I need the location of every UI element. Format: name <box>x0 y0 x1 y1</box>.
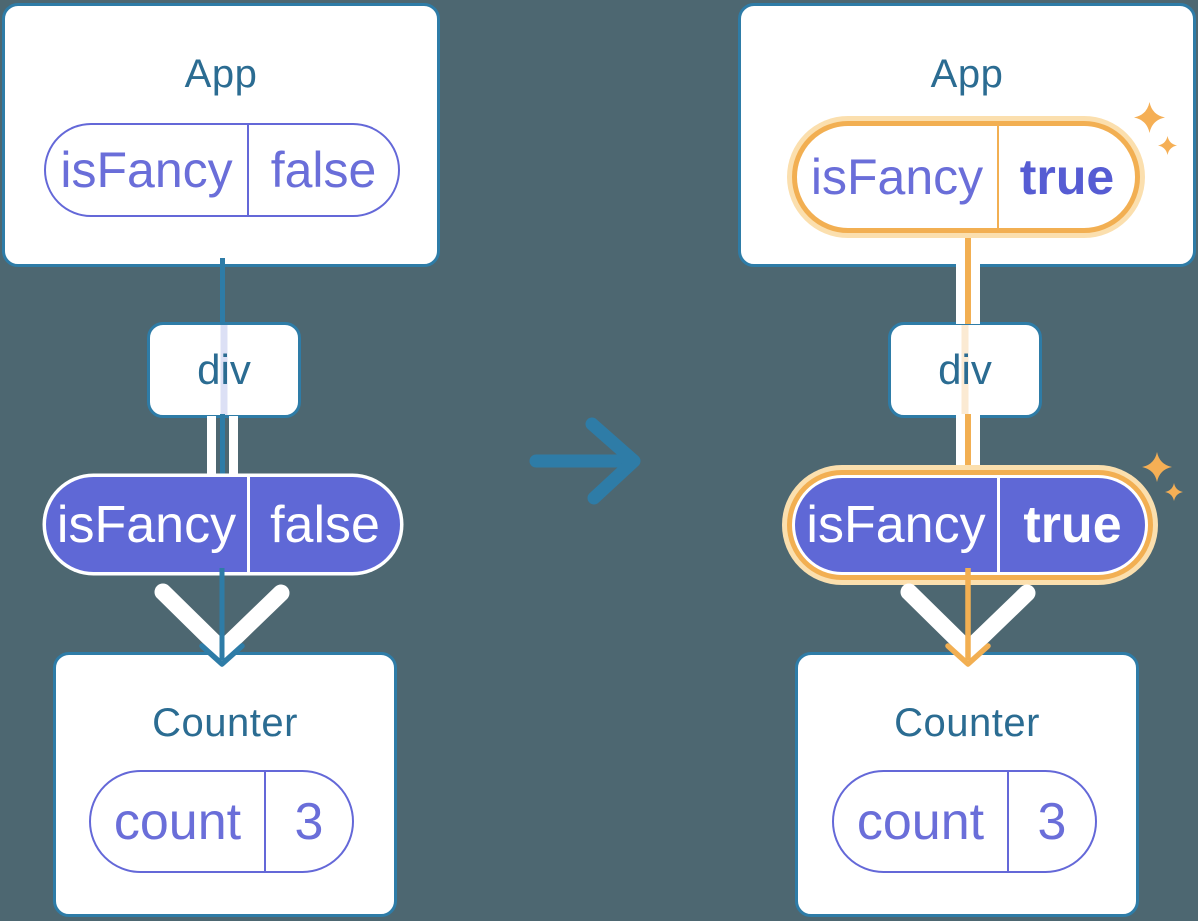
left-passed-prop-pill: isFancy false <box>46 477 400 572</box>
prop-value: false <box>247 477 400 572</box>
right-div-card: div <box>888 322 1042 418</box>
sparkle-icon <box>1134 102 1165 133</box>
prop-name: isFancy <box>806 496 986 554</box>
right-stripe-white-a <box>956 256 965 324</box>
prop-name: isFancy <box>56 495 237 554</box>
state-name: count <box>113 792 242 851</box>
left-app-state-pill: isFancy false <box>44 123 400 217</box>
left-edge-app-div <box>219 258 225 324</box>
left-counter-state-pill: count 3 <box>89 770 354 873</box>
right-stripe2-white-a <box>956 414 965 482</box>
sparkle-icon <box>1165 483 1183 501</box>
right-passed-prop-pill: isFancy true <box>795 478 1145 572</box>
right-div-label: div <box>938 346 992 393</box>
right-flow-arrow <box>900 568 1036 667</box>
right-app-title: App <box>930 52 1004 96</box>
sparkle-icon <box>1158 136 1177 155</box>
left-stripe-center <box>219 414 225 482</box>
right-prop-through-line <box>961 325 969 415</box>
right-counter-state-pill: count 3 <box>832 770 1097 873</box>
left-app-title: App <box>184 52 258 96</box>
left-stripe-white-a <box>206 416 216 482</box>
right-counter-title: Counter <box>894 701 1040 745</box>
left-prop-through-line <box>220 325 228 415</box>
right-stripe2-center <box>965 414 971 482</box>
transition-arrow-icon <box>529 417 641 505</box>
sparkle-icon <box>1142 452 1172 482</box>
right-stripe-center <box>965 256 971 324</box>
left-div-card: div <box>147 322 301 418</box>
left-counter-title: Counter <box>152 701 298 745</box>
state-value: 3 <box>264 772 352 871</box>
state-name: isFancy <box>60 142 233 198</box>
left-stripe-white-b <box>228 416 238 482</box>
right-stripe-white-b <box>971 256 980 324</box>
state-name: count <box>856 792 985 851</box>
state-value: 3 <box>1007 772 1095 871</box>
left-flow-arrow <box>154 568 290 667</box>
right-stripe2-white-b <box>971 414 980 482</box>
state-name: isFancy <box>810 149 984 205</box>
right-edge-pill-cardbottom <box>965 228 971 268</box>
state-value: true <box>997 126 1135 228</box>
left-div-label: div <box>197 346 251 393</box>
state-value: false <box>247 125 398 215</box>
prop-value: true <box>997 478 1145 572</box>
right-app-state-pill: isFancy true <box>792 121 1140 233</box>
